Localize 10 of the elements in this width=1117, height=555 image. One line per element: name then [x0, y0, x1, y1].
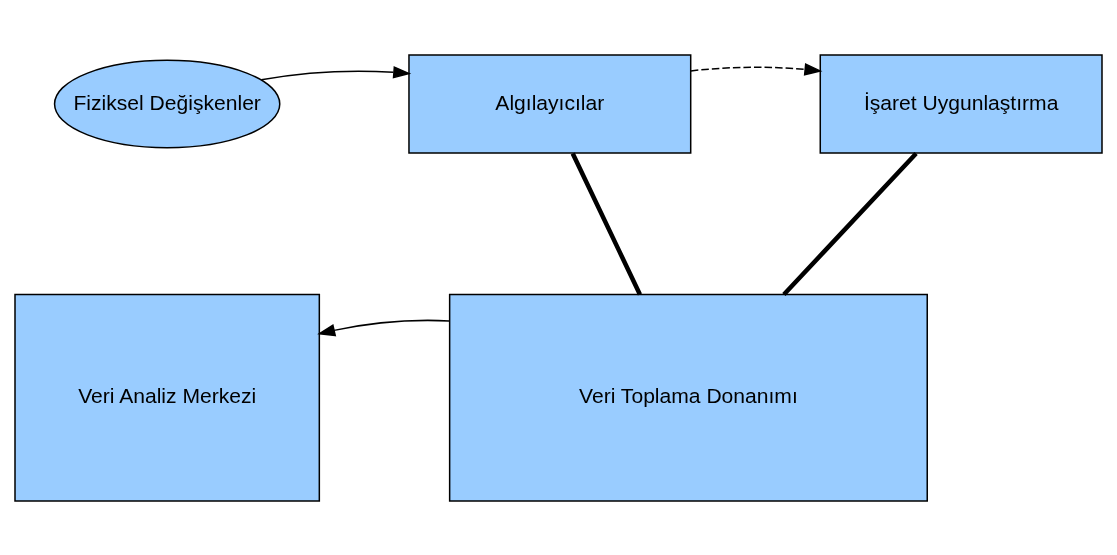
connector — [570, 152, 642, 295]
node-ellipse: Fiziksel Değişkenler — [53, 59, 281, 148]
node-box: Algılayıcılar — [408, 53, 692, 154]
arrow — [690, 62, 823, 76]
arrow — [260, 65, 412, 80]
connector — [782, 151, 918, 296]
node-box: İşaret Uygunlaştırma — [819, 53, 1103, 154]
node-box: Veri Toplama Donanımı — [448, 293, 928, 502]
node-box: Veri Analiz Merkezi — [14, 293, 321, 502]
arrow — [317, 319, 450, 336]
